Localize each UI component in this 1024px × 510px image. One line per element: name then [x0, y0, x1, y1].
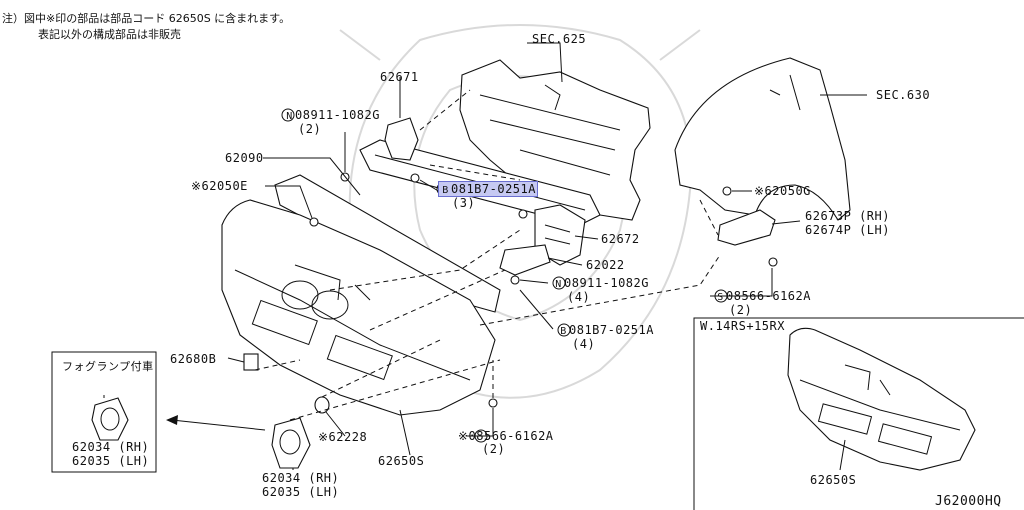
label-62022[interactable]: 62022	[586, 258, 625, 272]
inset-arrow	[166, 415, 266, 431]
label-62050g[interactable]: ※62050G	[754, 184, 811, 198]
b-symbol: B	[560, 326, 567, 337]
label-62228[interactable]: ※62228	[318, 430, 368, 444]
inset-left-rh[interactable]: 62034 (RH)	[72, 440, 150, 454]
clip-62228	[314, 396, 330, 414]
tow-hook-cover-62680b	[243, 353, 259, 371]
label-62035-main[interactable]: 62035 (LH)	[262, 485, 340, 499]
label-sec630[interactable]: SEC.630	[876, 88, 931, 102]
bracket-62671	[384, 117, 419, 161]
inset-left-title: フォグランプ付車	[62, 360, 154, 373]
dashed-lines	[254, 89, 721, 421]
s-symbol: S	[717, 292, 724, 303]
lower-support-62022	[499, 244, 551, 276]
diagram-code: J62000HQ	[935, 494, 1002, 509]
label-62090[interactable]: 62090	[225, 151, 264, 165]
label-62674p[interactable]: 62674P (LH)	[805, 223, 890, 237]
inset-right-part[interactable]: 62650S	[810, 473, 857, 487]
bolts	[309, 172, 778, 408]
label-62672[interactable]: 62672	[601, 232, 640, 246]
label-sec625[interactable]: SEC.625	[532, 32, 587, 46]
note-line-1: 注）図中※印の部品は部品コード 62650S に含まれます。	[2, 12, 291, 25]
label-62034-main[interactable]: 62034 (RH)	[262, 471, 340, 485]
leader-lines	[227, 42, 867, 470]
inset-variant-box	[693, 317, 1024, 510]
inset-left-lh[interactable]: 62035 (LH)	[72, 454, 150, 468]
note-line-2: 表記以外の構成部品は非販売	[38, 28, 181, 41]
inset-right-title: W.14RS+15RX	[700, 319, 785, 333]
fog-lamp-bezel	[271, 417, 311, 469]
n-symbol: N	[286, 111, 293, 122]
label-62671[interactable]: 62671	[380, 70, 419, 84]
b-symbol: B	[442, 185, 449, 196]
label-62050e[interactable]: ※62050E	[191, 179, 248, 193]
label-62673p[interactable]: 62673P (RH)	[805, 209, 890, 223]
front-bumper-main	[221, 199, 496, 416]
fender	[674, 57, 851, 221]
label-62680b[interactable]: 62680B	[170, 352, 217, 366]
inset-fog-lamp-box	[51, 351, 157, 473]
label-08566-bot[interactable]: ※08566-6162A (2)	[458, 429, 554, 456]
n-symbol: N	[555, 279, 562, 290]
label-62650s[interactable]: 62650S	[378, 454, 425, 468]
radiator-core-support	[459, 59, 651, 221]
side-bracket-62673p	[717, 209, 776, 246]
energy-absorber	[274, 174, 501, 313]
